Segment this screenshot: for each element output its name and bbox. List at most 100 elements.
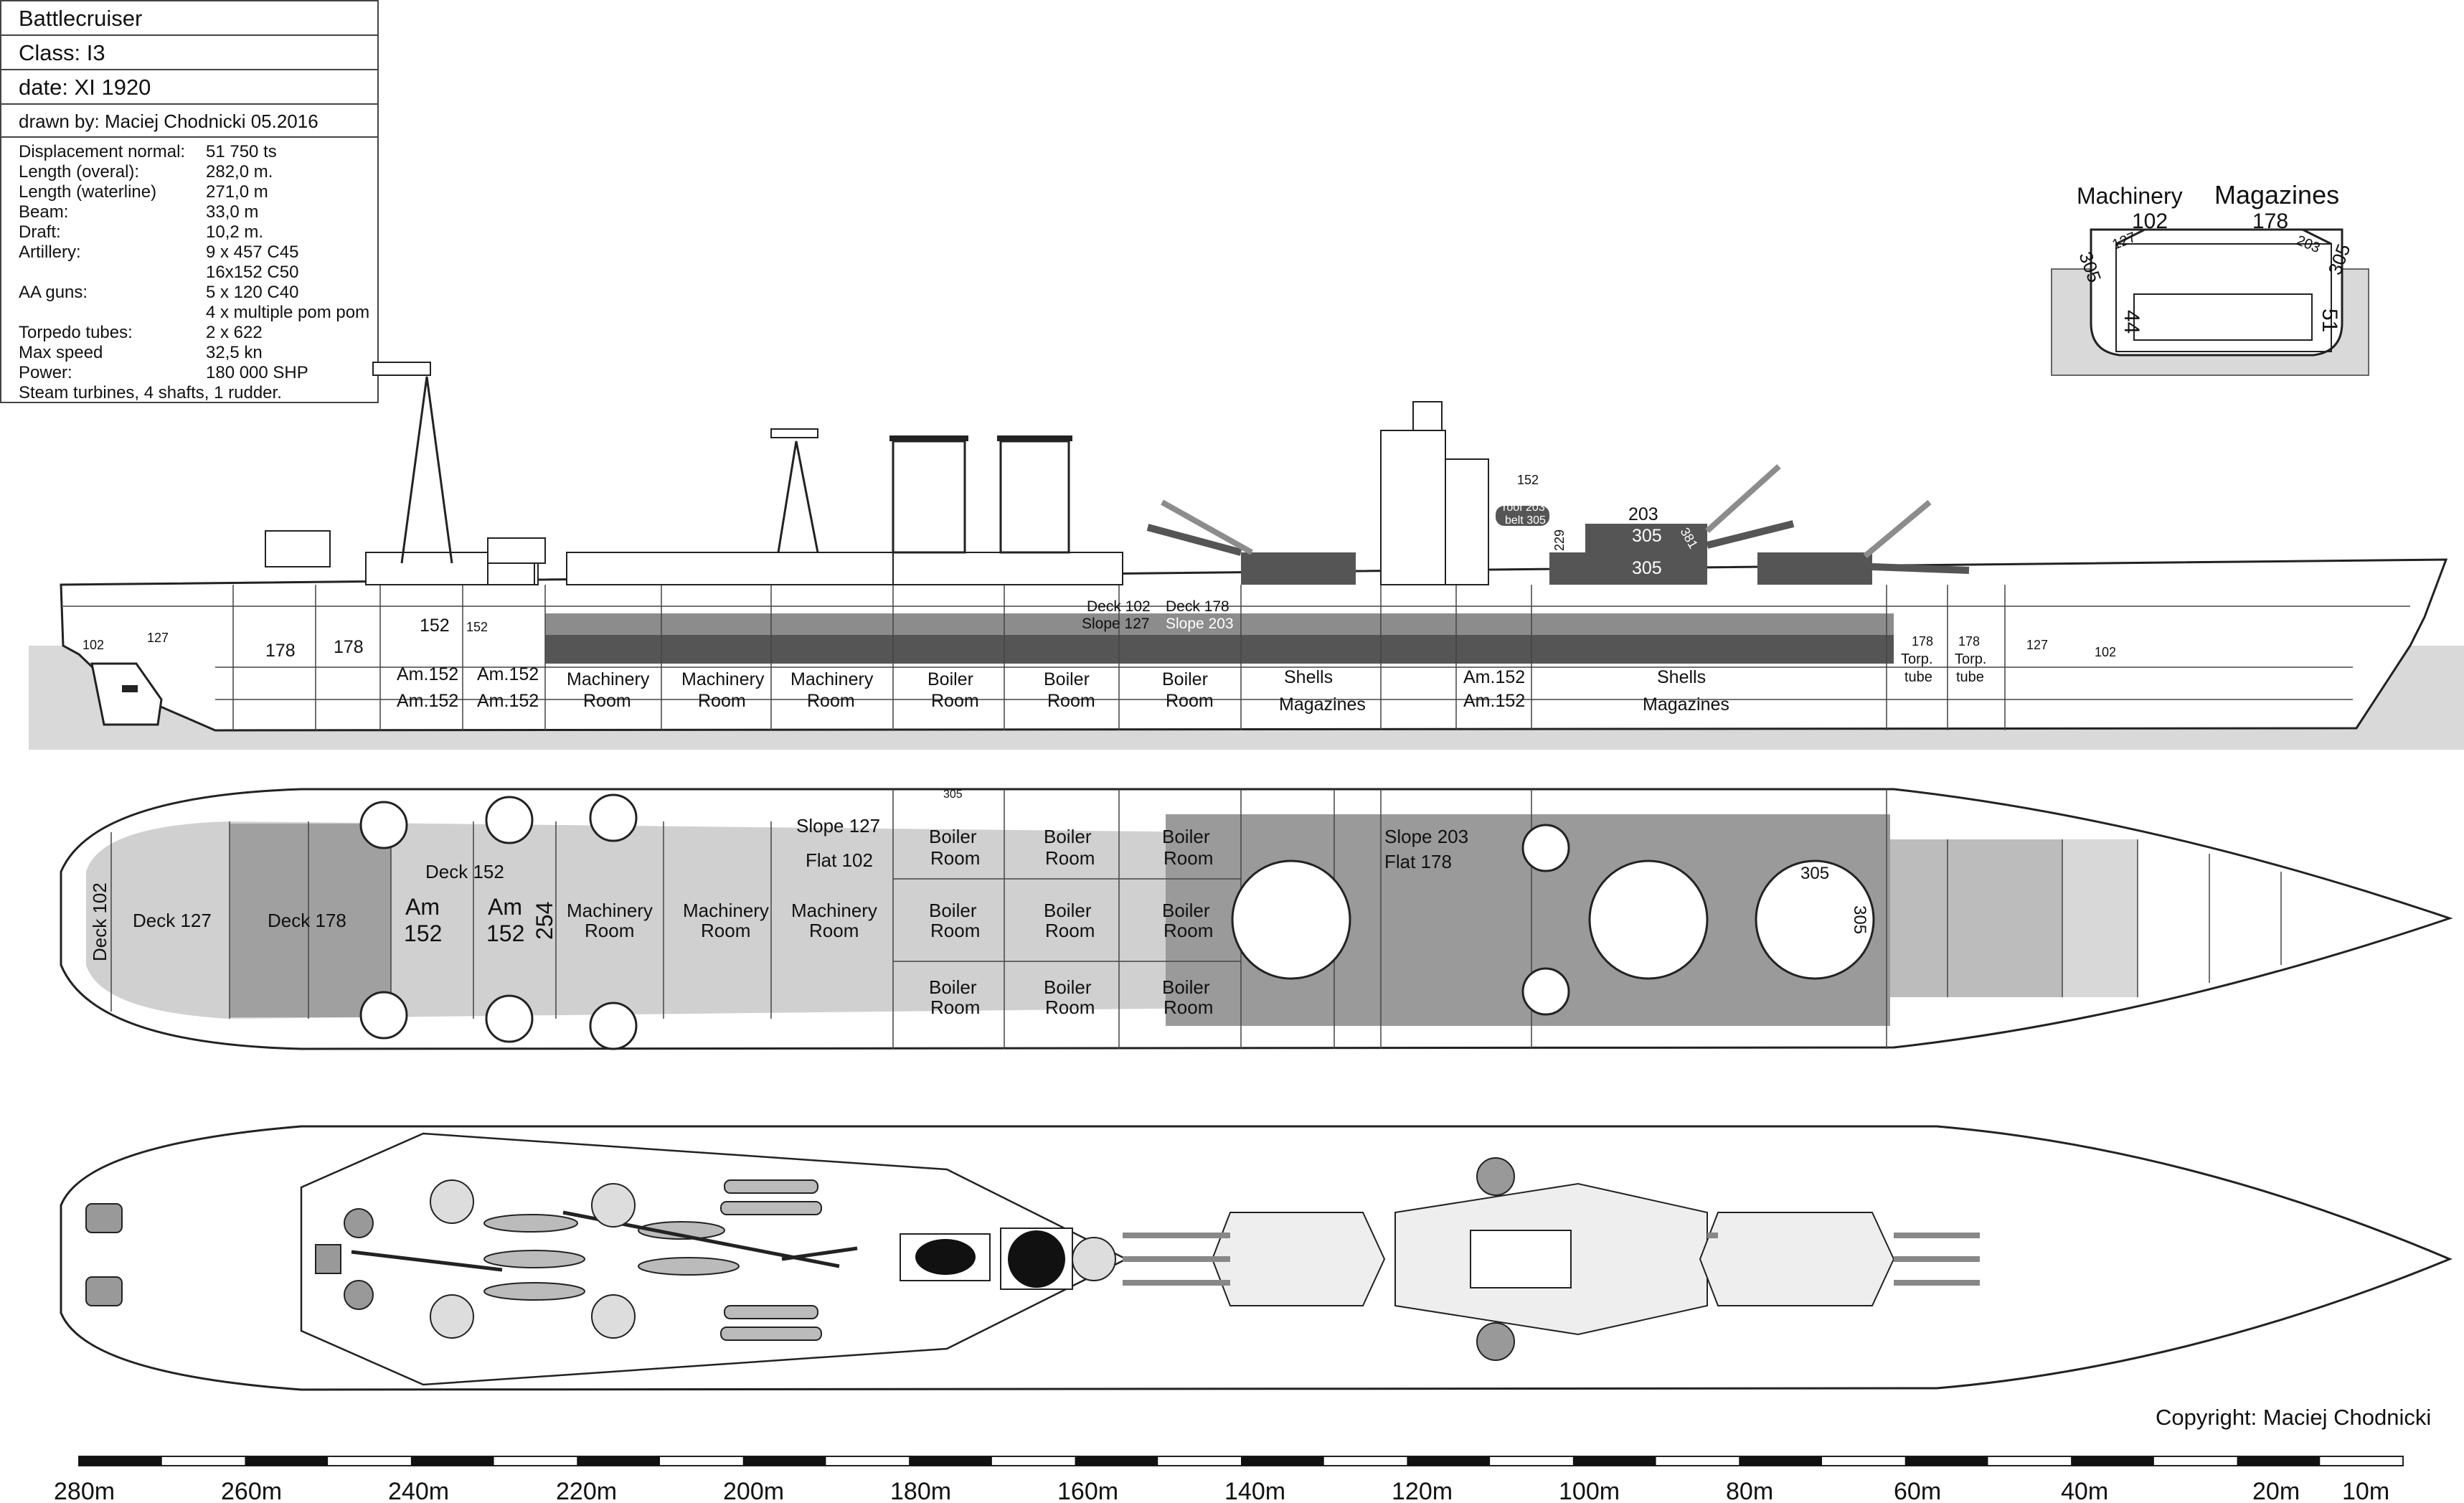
boiler-room: Room xyxy=(930,847,980,869)
propeller xyxy=(122,685,138,692)
gun-elevation xyxy=(1161,499,1253,555)
spec-value: 180 000 SHP xyxy=(206,363,308,382)
spec-value: 282,0 m. xyxy=(206,162,273,182)
shells-fwd: Shells xyxy=(1657,667,1706,687)
spec-key: Artillery: xyxy=(19,242,81,262)
main-gun-barrels xyxy=(1123,1233,1980,1286)
scale-label: 100m xyxy=(1559,1478,1620,1503)
aa-mounts xyxy=(430,1179,1116,1339)
gun-elevation xyxy=(1705,464,1781,533)
scale-label: 10m xyxy=(2342,1478,2389,1503)
funnel-opening xyxy=(1008,1230,1065,1288)
section-bottom xyxy=(2133,293,2313,341)
machinery-room: Machinery xyxy=(790,669,874,689)
spec-row: Displacement normal: 51 750 ts xyxy=(19,142,377,162)
casemate xyxy=(487,562,535,585)
label-305: 305 xyxy=(1800,864,1829,883)
funnel-base xyxy=(892,552,1123,585)
scale-segment xyxy=(1075,1456,1158,1466)
spec-key: Displacement normal: xyxy=(19,142,186,161)
boiler-room: Room xyxy=(1045,847,1095,869)
machinery-room: Room xyxy=(585,920,634,941)
am-152: 152 xyxy=(486,920,524,946)
armor-zone-178 xyxy=(230,824,391,1017)
boiler-room: Room xyxy=(931,691,979,711)
section-inner xyxy=(2115,243,2332,352)
scale-segment xyxy=(1572,1456,1656,1466)
spec-key: Draft: xyxy=(19,222,61,242)
bulkheads xyxy=(232,585,2006,730)
label-127: 127 xyxy=(2026,638,2048,652)
aft-mast xyxy=(777,440,819,553)
boiler-room: Boiler xyxy=(929,826,977,847)
scale-segment xyxy=(1739,1456,1822,1466)
side-profile: 152 152 178 178 127 102 Am.152 Am.152 Am… xyxy=(29,362,2464,750)
secondary-turret xyxy=(487,537,546,564)
spec-key: Beam: xyxy=(19,202,69,222)
spec-value: 51 750 ts xyxy=(206,142,277,161)
funnel-opening xyxy=(915,1239,976,1275)
torp-tube: Torp. xyxy=(1955,651,1986,667)
scale-label: 20m xyxy=(2252,1478,2300,1503)
machinery-room: Machinery xyxy=(681,669,765,689)
spec-row: Artillery:9 x 457 C45 xyxy=(19,242,377,263)
section-deck-right: 178 xyxy=(2252,209,2288,233)
boiler-room: Boiler xyxy=(1162,669,1208,689)
ship-class: Class: I3 xyxy=(1,36,377,70)
label-305: 305 xyxy=(1632,558,1662,578)
boiler-room: Room xyxy=(930,996,980,1018)
gun-barrel xyxy=(1706,520,1795,549)
slope-127: Slope 127 xyxy=(796,815,880,837)
scale-label: 140m xyxy=(1224,1478,1285,1503)
spec-key: Torpedo tubes: xyxy=(19,323,133,342)
label-203: 203 xyxy=(1628,504,1658,524)
label-am-fwd: Am.152 xyxy=(1463,667,1525,687)
label-152: 152 xyxy=(420,616,450,636)
deck-102-label: Deck 102 xyxy=(1087,598,1151,615)
deck-152-label: Deck 152 xyxy=(425,861,504,882)
armor-deck xyxy=(545,613,1894,635)
spec-row: Beam:33,0 m xyxy=(19,202,377,222)
machinery-room: Room xyxy=(807,691,855,711)
boiler-room: Boiler xyxy=(1044,669,1090,689)
spec-value: 32,5 kn xyxy=(206,343,263,362)
label-229: 229 xyxy=(1552,529,1567,551)
scale-label: 280m xyxy=(54,1478,115,1503)
label-152: 152 xyxy=(1517,473,1539,487)
scale-segment xyxy=(245,1456,329,1466)
ship-info-box: Battlecruiser Class: I3 date: XI 1920 dr… xyxy=(0,0,379,403)
torp-tube: Torp. xyxy=(1901,651,1932,667)
main-turret-a xyxy=(1757,552,1872,585)
machinery-room: Machinery xyxy=(683,900,769,921)
slope-203: Slope 203 xyxy=(1384,826,1468,847)
machinery-room: Room xyxy=(583,691,631,711)
rangefinder xyxy=(1412,401,1443,431)
spec-value: 16x152 C50 xyxy=(206,263,299,282)
boiler-room: Boiler xyxy=(1044,976,1092,998)
scale-label: 200m xyxy=(723,1478,784,1503)
gun-barrel xyxy=(1146,524,1242,556)
boiler-room: Room xyxy=(1163,920,1213,941)
deck-plan-labels: Deck 102 Deck 127 Deck 178 Deck 152 Am 1… xyxy=(89,788,1869,1018)
scale-label: 220m xyxy=(556,1478,617,1503)
flat-178: Flat 178 xyxy=(1384,851,1452,872)
label-am: Am.152 xyxy=(477,664,539,684)
boiler-room: Room xyxy=(1163,996,1213,1018)
funnel-cap xyxy=(889,435,968,441)
boiler-room: Boiler xyxy=(929,976,977,998)
label-178: 178 xyxy=(334,637,364,657)
scale-label: 240m xyxy=(388,1478,449,1503)
boiler-room: Boiler xyxy=(929,900,977,921)
ship-date: date: XI 1920 xyxy=(1,70,377,105)
section-bulk-left: 44 xyxy=(2120,310,2143,334)
label-152-small: 152 xyxy=(466,620,488,634)
main-turret-b xyxy=(1585,524,1707,585)
gun-elevation xyxy=(1863,499,1932,559)
scale-segment xyxy=(1241,1456,1324,1466)
magazines: Magazines xyxy=(1279,694,1366,715)
copyright: Copyright: Maciej Chodnicki xyxy=(2156,1405,2431,1430)
belt-label: belt 305 xyxy=(1505,514,1546,527)
spec-row: Steam turbines, 4 shafts, 1 rudder. xyxy=(19,383,377,403)
